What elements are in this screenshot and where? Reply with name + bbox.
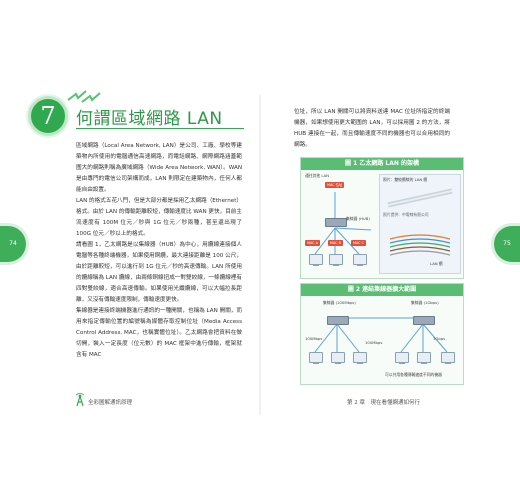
book-spine xyxy=(259,95,261,415)
mac-c-tag: MAC C xyxy=(351,240,366,246)
hub-device xyxy=(325,218,347,227)
paragraph: LAN 的格式五花八門，但是大部分都是採用乙太網路（Ethernet）格式。由於… xyxy=(76,198,242,237)
antenna-icon xyxy=(75,393,85,407)
computer-icon xyxy=(331,352,345,364)
computer-icon xyxy=(353,352,367,364)
computer-icon xyxy=(395,352,409,364)
computer-icon xyxy=(353,254,367,266)
chapter-title: 何謂區域網路 LAN xyxy=(76,109,223,129)
figure-2-title: 圖 2 連結集線器擴大範圍 xyxy=(301,284,463,296)
left-body-text: 區域網路（Local Area Network, LAN）是公司、工廠、學校等建… xyxy=(76,141,242,361)
figure-2: 圖 2 連結集線器擴大範圍 集線器 (100Mbps) 集線器 (1Gbps) … xyxy=(300,283,464,385)
speed-label: 1Gbps xyxy=(433,336,446,341)
computer-icon xyxy=(441,352,455,364)
paragraph: 集線器是連接終端機器進行通訊的一種開關，也稱為 LAN 開關，而用來指定傳輸位置… xyxy=(76,308,242,358)
hub-right-label: 集線器 (1Gbps) xyxy=(411,300,439,305)
hub-label: 集線器 (HUB) xyxy=(346,216,370,221)
speed-label: 100Mbps xyxy=(365,340,383,345)
photo-credit: 照片提供：中電線有限公司 xyxy=(383,212,429,217)
left-footer: 全彩圖解通訊原理 xyxy=(88,400,133,406)
figure-1-diagram: 通往其他 LAN MAC 位址 集線器 (HUB) MAC A MAC B MA… xyxy=(301,170,463,278)
chapter-number-badge: 7 xyxy=(28,96,68,136)
computer-icon xyxy=(329,254,343,266)
right-page: 75 第 2 章 現在看懂網通如何行 xyxy=(260,0,520,500)
computer-icon xyxy=(417,352,431,364)
hub-device xyxy=(413,316,435,325)
hub-link-lines xyxy=(314,317,448,353)
to-other-lan-label: 通往其他 LAN xyxy=(305,173,330,178)
cable-photo: 照片：雙絞纜線的 LAN 纜 照片提供：中電線有限公司 LAN 纜 xyxy=(379,174,461,274)
title-divider xyxy=(76,128,244,129)
cable-illustration-icon xyxy=(387,188,453,256)
figure-2-caption: 可以共用各種傳輸速度不同的機器 xyxy=(385,372,442,377)
figure-1: 圖 1 乙太網路 LAN 的架構 通往其他 LAN MAC 位址 集線器 (HU… xyxy=(300,157,464,279)
right-footer: 第 2 章 現在看懂網通如何行 xyxy=(347,400,420,406)
page-number-tab: 75 xyxy=(494,226,520,262)
page-number-tab: 74 xyxy=(0,226,26,262)
figure-1-title: 圖 1 乙太網路 LAN 的架構 xyxy=(301,158,463,170)
hub-device xyxy=(327,316,349,325)
left-page: 7 何謂區域網路 LAN 區域網路（Local Area Network, LA… xyxy=(0,90,244,407)
paragraph: 位址，所以 LAN 開關可以將資料送達 MAC 位址所指定的終端機器，如果想使用… xyxy=(294,109,450,148)
computer-icon xyxy=(309,254,323,266)
mac-b-tag: MAC B xyxy=(328,240,343,246)
computer-icon xyxy=(309,352,323,364)
speed-label: 100Mbps xyxy=(305,336,323,341)
hub-left-label: 集線器 (100Mbps) xyxy=(323,300,356,305)
photo-caption: 照片：雙絞纜線的 LAN 纜 xyxy=(383,177,428,182)
right-body-text: 位址，所以 LAN 開關可以將資料送達 MAC 位址所指定的終端機器，如果想使用… xyxy=(294,107,450,151)
mac-address-tag: MAC 位址 xyxy=(325,182,345,188)
paragraph: 區域網路（Local Area Network, LAN）是公司、工廠、學校等建… xyxy=(76,143,242,193)
mac-a-tag: MAC A xyxy=(305,240,320,246)
lightning-decoration-icon xyxy=(67,90,101,103)
paragraph: 請看圖 1，乙太網路是以集線器（HUB）為中心，用纜線連接個人電腦等各種終端機器… xyxy=(76,242,242,303)
figure-2-diagram: 集線器 (100Mbps) 集線器 (1Gbps) 100Mbps 100Mbp… xyxy=(301,296,463,384)
lan-cable-label: LAN 纜 xyxy=(430,261,443,266)
